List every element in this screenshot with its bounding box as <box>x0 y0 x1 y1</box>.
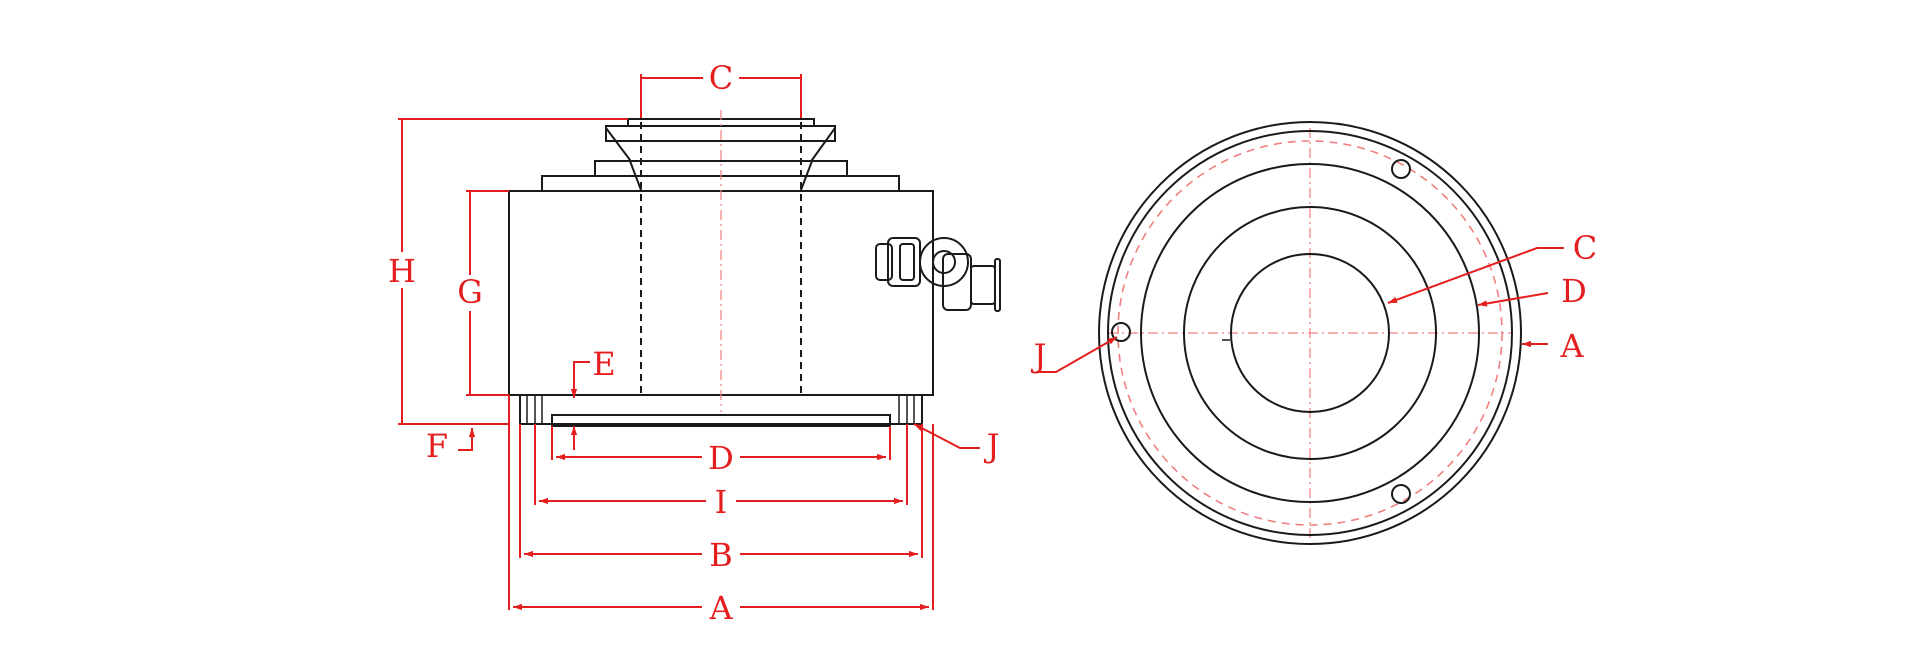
bolt-hole-top-right <box>1391 159 1411 179</box>
dim-h: H <box>385 118 628 425</box>
dim-c-side: C <box>640 58 802 118</box>
coupler-fitting-icon <box>875 237 1001 312</box>
label-f: F <box>426 427 448 465</box>
leader-a-top: A <box>1522 327 1584 365</box>
label-b: B <box>709 536 733 574</box>
dim-e: E <box>570 345 616 450</box>
bolt-hole-bottom-right <box>1391 484 1411 504</box>
label-j-side: J <box>984 427 1000 465</box>
leader-c-top: C <box>1387 229 1597 304</box>
base-circle-b <box>1107 130 1513 536</box>
dim-b: B <box>519 424 923 574</box>
label-d-side: D <box>708 439 734 477</box>
bore-circle-c <box>1230 253 1390 413</box>
leader-j-side: J <box>913 423 1000 465</box>
dim-d-side: D <box>551 426 891 477</box>
recess-circle-d <box>1183 206 1437 460</box>
label-e: E <box>592 345 615 383</box>
dim-i: I <box>534 424 908 521</box>
base-bolts <box>526 395 915 424</box>
label-i: I <box>715 483 728 521</box>
label-a-top: A <box>1559 327 1584 365</box>
body-circle <box>1140 163 1480 503</box>
dim-g: G <box>453 190 509 396</box>
leader-d-top: D <box>1477 272 1587 310</box>
side-view: C H G E F <box>385 58 1001 627</box>
label-g: G <box>457 273 483 311</box>
label-a-side: A <box>708 589 733 627</box>
label-c-top: C <box>1573 229 1597 267</box>
hidden-bore <box>640 122 802 395</box>
label-h: H <box>388 252 416 290</box>
bolt-hole-left <box>1111 322 1131 342</box>
top-view: C D A J <box>1031 121 1597 545</box>
label-j-top: J <box>1031 337 1047 375</box>
label-c-side: C <box>709 59 733 97</box>
outer-circle-a <box>1098 121 1522 545</box>
bolt-circle-i <box>1117 140 1503 526</box>
label-d-top: D <box>1561 272 1587 310</box>
leader-j-top: J <box>1031 336 1118 375</box>
dim-f: F <box>426 427 476 465</box>
dim-a-side: A <box>508 395 934 627</box>
